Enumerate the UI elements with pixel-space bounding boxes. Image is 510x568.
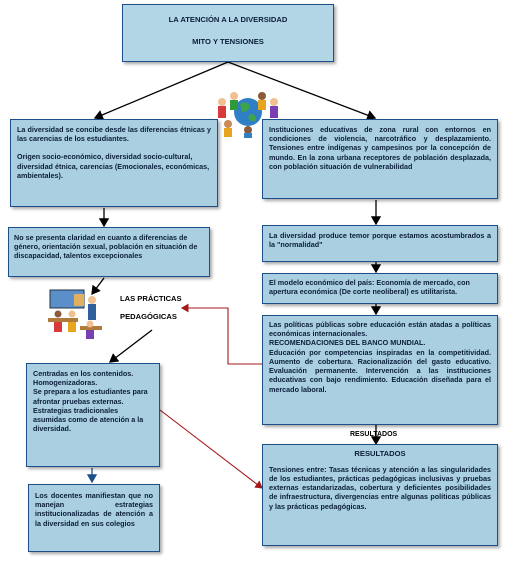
left-box-lack-of-clarity: No se presenta claridad en cuanto a dife… xyxy=(8,227,210,277)
classroom-icon xyxy=(48,289,102,339)
left-box-3-line-1: Centradas en los contenidos. xyxy=(33,369,134,378)
left-box-3-line-3: Se prepara a los estudiantes para afront… xyxy=(33,387,148,406)
left-box-practices: Centradas en los contenidos. Homogenizad… xyxy=(26,363,160,467)
right-box-results: RESULTADOS Tensiones entre: Tasas técnic… xyxy=(262,444,498,546)
right-box-4-text-2: Educación por competencias inspiradas en… xyxy=(269,347,491,394)
right-box-1-text: Instituciones educativas de zona rural c… xyxy=(269,125,491,171)
left-box-3-line-2: Homogenizadoras. xyxy=(33,378,98,388)
arrow-title-right xyxy=(227,61,377,121)
right-box-economic-model: El modelo económico del país: Economía d… xyxy=(262,273,498,304)
right-box-5-text: Tensiones entre: Tasas técnicas y atenci… xyxy=(269,464,491,511)
left-box-1-text-2: Origen socio-económico, diversidad socio… xyxy=(17,152,210,180)
left-box-teachers: Los docentes manifiestan que no manejan … xyxy=(28,484,160,552)
title-main: LA ATENCIÓN A LA DIVERSIDAD xyxy=(168,15,288,24)
left-box-diversity-concept: La diversidad se concibe desde las difer… xyxy=(10,119,218,207)
right-box-5-heading: RESULTADOS xyxy=(354,449,406,458)
arrow-politicas-practicas xyxy=(180,303,262,365)
right-box-fear: La diversidad produce temor porque estam… xyxy=(262,225,498,262)
arrow-practicas-resultados xyxy=(159,409,263,489)
right-box-institutions: Instituciones educativas de zona rural c… xyxy=(262,119,498,199)
black-arrows xyxy=(91,61,382,446)
practicas-label-2: PEDAGÓGICAS xyxy=(120,312,177,321)
right-box-public-policies: Las políticas públicas sobre educación e… xyxy=(262,315,498,425)
arrow-practicas-left-3 xyxy=(108,329,153,363)
red-arrows xyxy=(159,303,263,489)
right-box-2-text: La diversidad produce temor porque estam… xyxy=(269,231,491,250)
left-box-4-text: Los docentes manifiestan que no manejan … xyxy=(35,491,153,528)
right-box-4-heading: RECOMENDACIONES DEL BANCO MUNDIAL. xyxy=(269,338,426,348)
right-box-4-text-1: Las políticas públicas sobre educación e… xyxy=(269,320,491,339)
resultados-label: RESULTADOS xyxy=(350,431,398,438)
left-box-1-text-1: La diversidad se concibe desde las difer… xyxy=(17,125,211,144)
arrow-title-left xyxy=(93,61,229,120)
arrow-left-2-practicas xyxy=(91,277,105,296)
practicas-label-1: LAS PRÁCTICAS xyxy=(120,294,182,303)
left-box-2-text: No se presenta claridad en cuanto a dife… xyxy=(14,233,198,261)
left-box-3-line-4: Estrategias tradicionales asumidas como … xyxy=(33,405,144,434)
right-box-3-text: El modelo económico del país: Economía d… xyxy=(269,278,470,297)
title-box: LA ATENCIÓN A LA DIVERSIDAD MITO Y TENSI… xyxy=(122,4,334,62)
title-subtitle: MITO Y TENSIONES xyxy=(192,36,264,46)
